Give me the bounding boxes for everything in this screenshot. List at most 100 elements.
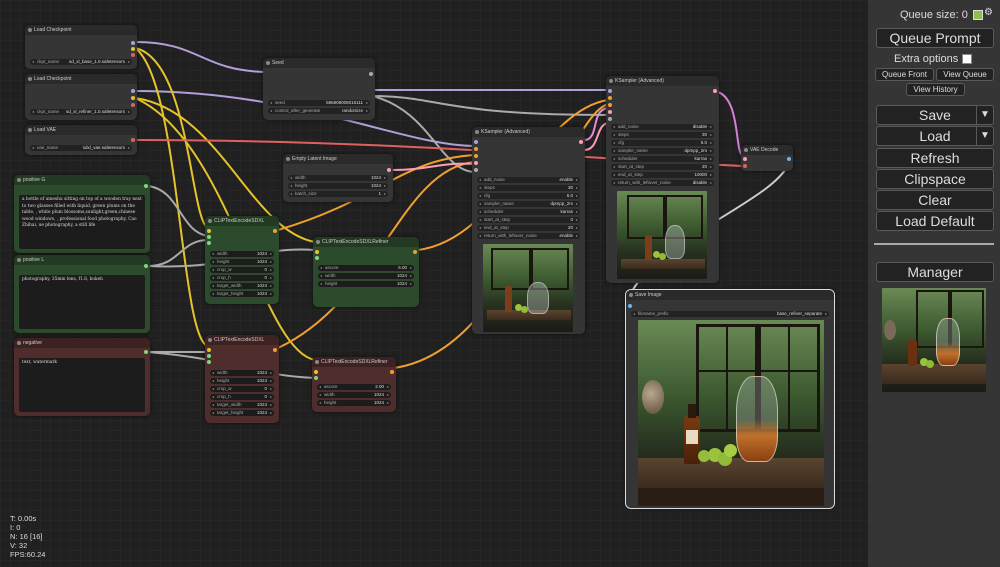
save-button[interactable]: Save ▼ — [876, 105, 994, 125]
output-string-slot[interactable] — [144, 264, 148, 268]
node-positive-l[interactable]: positive L photography, 35mm lens, f1.8,… — [14, 255, 150, 333]
load-dropdown-arrow-icon[interactable]: ▼ — [976, 127, 993, 145]
view-history-button[interactable]: View History — [906, 83, 965, 96]
gear-icon[interactable]: ⚙ — [984, 7, 993, 18]
queue-prompt-button[interactable]: Queue Prompt — [876, 28, 994, 48]
node-graph-canvas[interactable]: Load Checkpoint ckpt_namesd_xl_base_1.0.… — [0, 0, 868, 567]
crop-h-widget[interactable]: crop_h0 — [210, 275, 274, 281]
node-positive-g[interactable]: positive G a bottle of umeshu sitting on… — [14, 175, 150, 253]
node-save-image[interactable]: Save Image filename_prefixbase_refiner_s… — [625, 289, 835, 509]
input-model-slot[interactable] — [474, 140, 478, 144]
input-negative-slot[interactable] — [608, 103, 612, 107]
input-text-slot[interactable] — [207, 241, 211, 245]
output-vae-slot[interactable] — [131, 103, 135, 107]
input-clip-slot[interactable] — [207, 348, 211, 352]
output-string-slot[interactable] — [144, 184, 148, 188]
crop-w-widget[interactable]: crop_w0 — [210, 386, 274, 392]
refresh-button[interactable]: Refresh — [876, 148, 994, 168]
input-text-slot[interactable] — [207, 354, 211, 358]
crop-h-widget[interactable]: crop_h0 — [210, 394, 274, 400]
input-latent-slot[interactable] — [474, 161, 478, 165]
output-conditioning-slot[interactable] — [273, 229, 277, 233]
input-seed-slot[interactable] — [608, 117, 612, 121]
output-conditioning-slot[interactable] — [413, 250, 417, 254]
output-conditioning-slot[interactable] — [390, 370, 394, 374]
history-thumbnail-image[interactable] — [882, 288, 986, 392]
input-positive-slot[interactable] — [474, 147, 478, 151]
positive-g-textarea[interactable]: a bottle of umeshu sitting on top of a w… — [19, 195, 145, 249]
output-image-slot[interactable] — [787, 157, 791, 161]
output-model-slot[interactable] — [131, 41, 135, 45]
input-vae-slot[interactable] — [743, 164, 747, 168]
node-load-checkpoint-base[interactable]: Load Checkpoint ckpt_namesd_xl_base_1.0.… — [25, 25, 137, 69]
input-negative-slot[interactable] — [474, 154, 478, 158]
save-dropdown-arrow-icon[interactable]: ▼ — [976, 106, 993, 124]
output-model-slot[interactable] — [131, 89, 135, 93]
negative-textarea[interactable]: text, watermark — [19, 358, 145, 412]
output-clip-slot[interactable] — [131, 47, 135, 51]
view-queue-button[interactable]: View Queue — [936, 68, 994, 81]
positive-l-textarea[interactable]: photography, 35mm lens, f1.8, bokeh — [19, 275, 145, 329]
input-text-slot[interactable] — [315, 256, 319, 260]
queue-front-button[interactable]: Queue Front — [875, 68, 934, 81]
input-text-slot[interactable] — [207, 235, 211, 239]
input-text-slot[interactable] — [314, 376, 318, 380]
input-seed-slot[interactable] — [474, 168, 478, 172]
input-positive-slot[interactable] — [608, 96, 612, 100]
output-vae-slot[interactable] — [131, 138, 135, 142]
clipspace-button[interactable]: Clipspace — [876, 169, 994, 189]
output-latent-slot[interactable] — [713, 89, 717, 93]
input-model-slot[interactable] — [608, 89, 612, 93]
input-latent-slot[interactable] — [608, 110, 612, 114]
load-default-button[interactable]: Load Default — [876, 211, 994, 231]
input-clip-slot[interactable] — [207, 229, 211, 233]
output-seed-slot[interactable] — [369, 72, 373, 76]
manager-button[interactable]: Manager — [876, 262, 994, 282]
output-latent-slot[interactable] — [579, 140, 583, 144]
crop-w-widget[interactable]: crop_w0 — [210, 267, 274, 273]
input-clip-slot[interactable] — [314, 370, 318, 374]
image-icon[interactable] — [973, 10, 983, 20]
